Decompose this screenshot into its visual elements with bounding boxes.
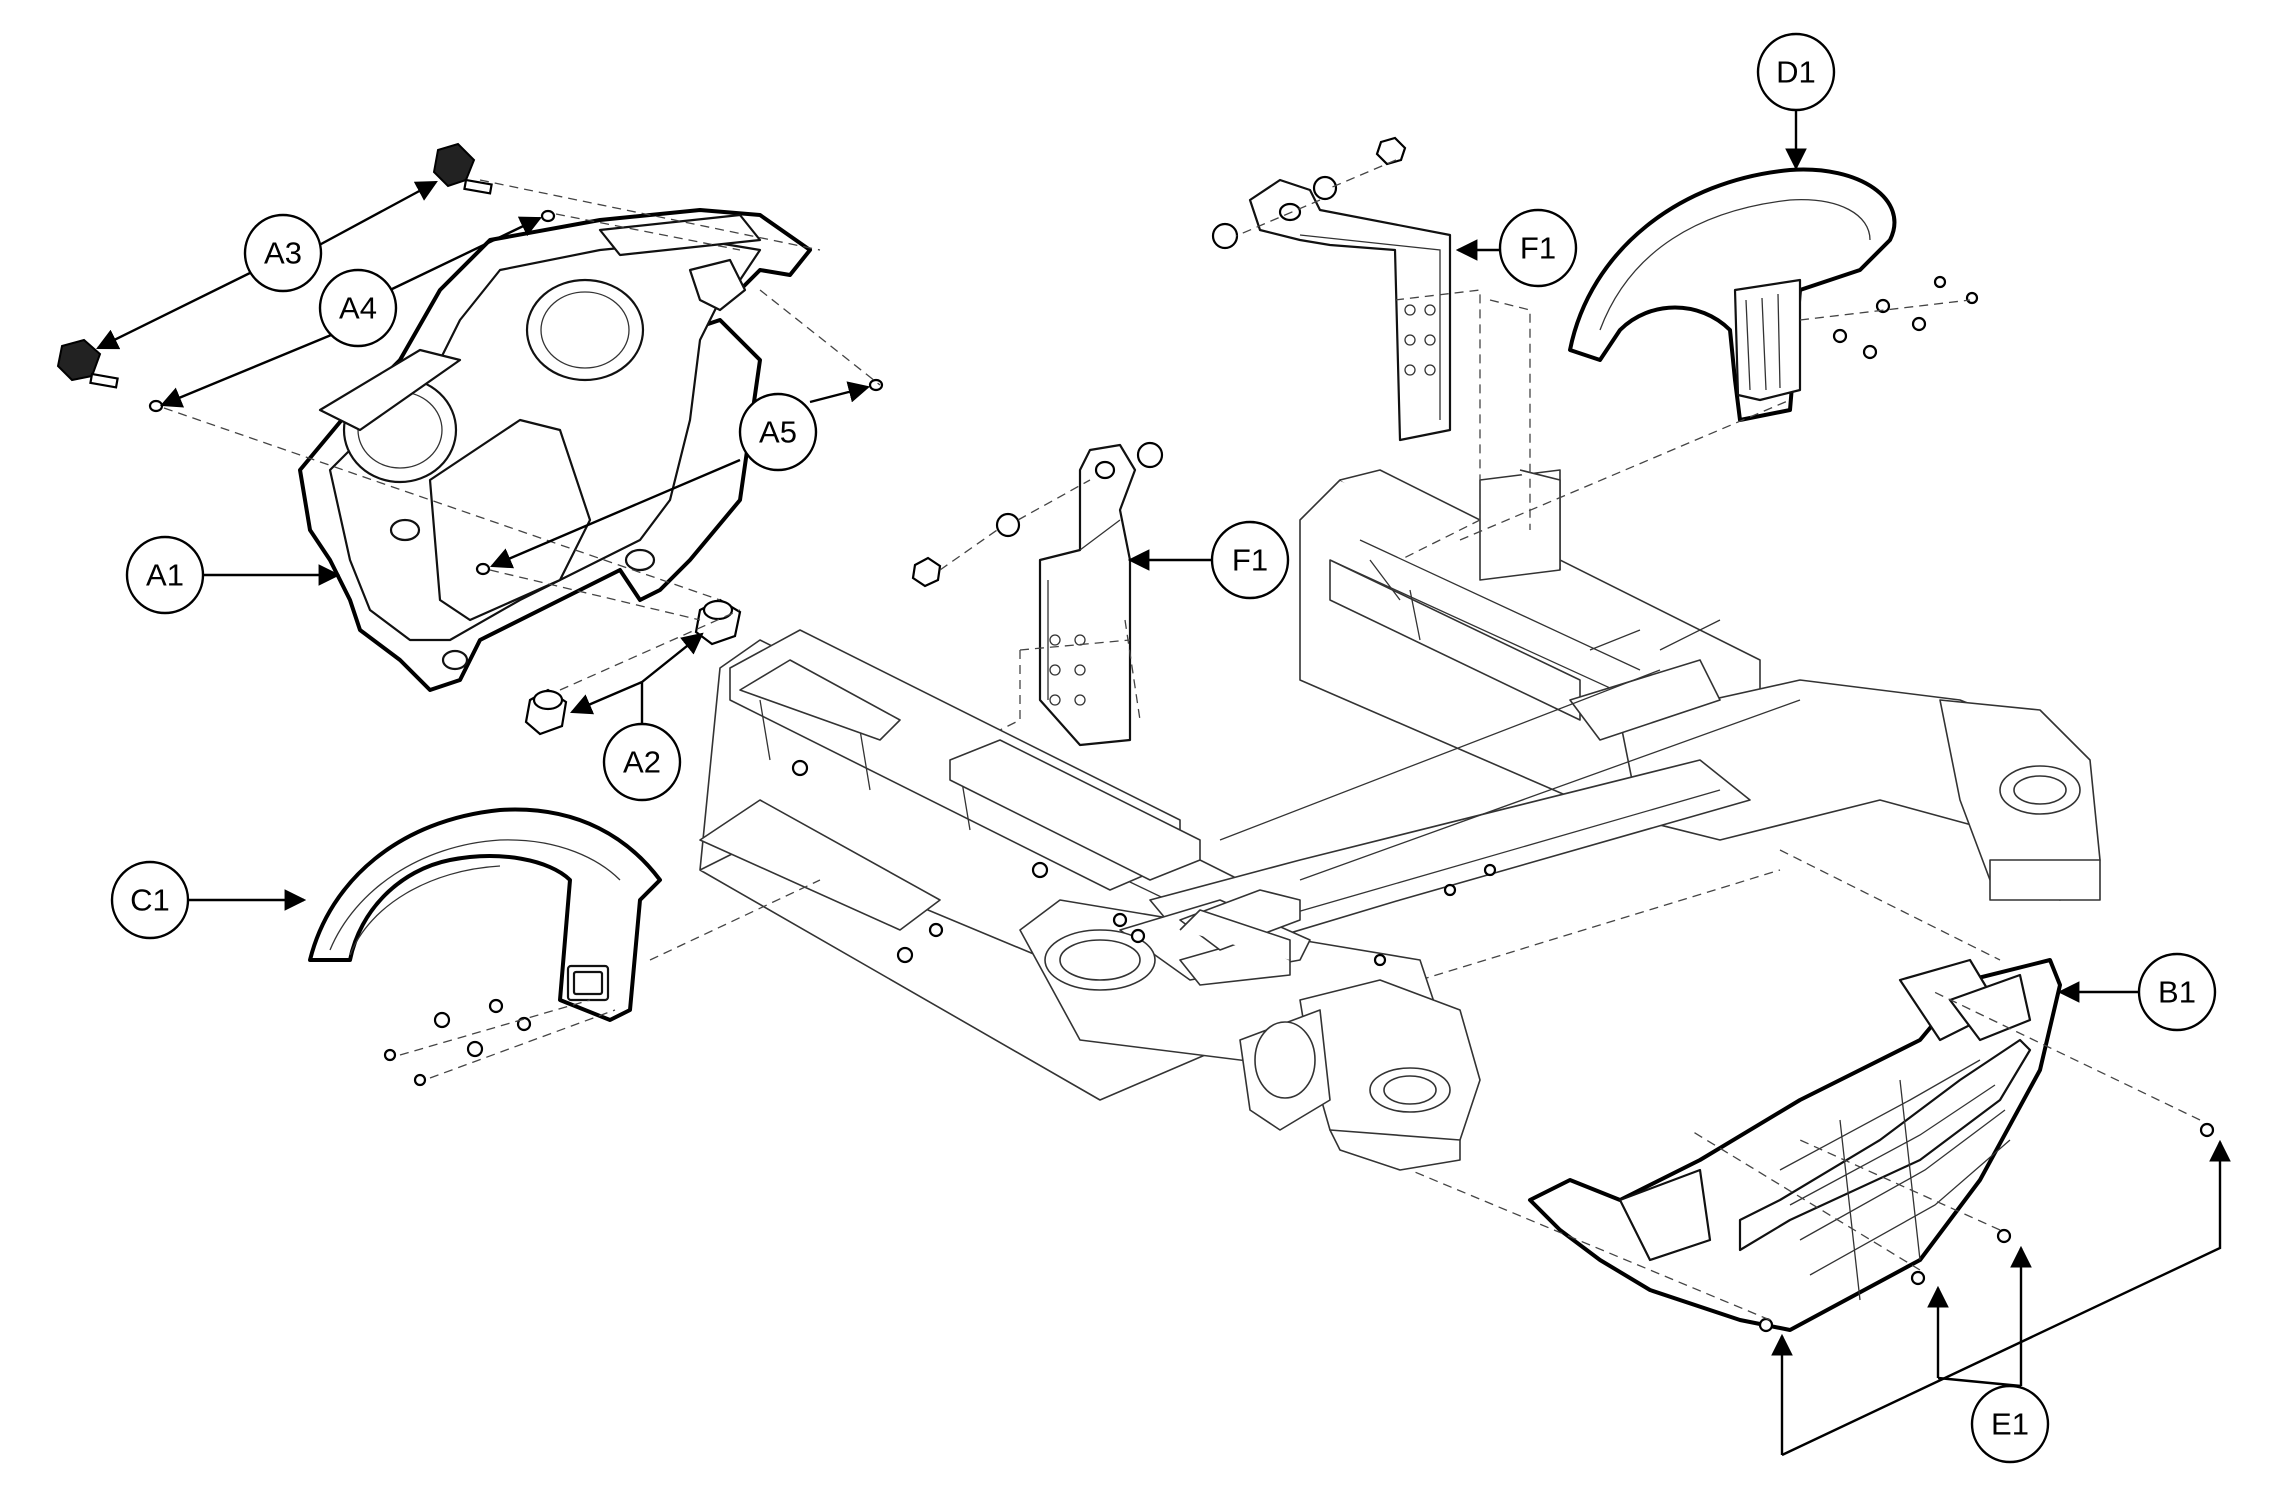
svg-text:A5: A5	[759, 415, 797, 450]
spacers-a2	[524, 598, 742, 736]
mount-bracket-f1-upper	[1211, 136, 1531, 561]
leader-lines	[96, 100, 2231, 1457]
svg-text:E1: E1	[1991, 1407, 2029, 1442]
svg-text:A2: A2	[623, 745, 661, 780]
front-fender-c1	[308, 807, 662, 1022]
screws-e1	[1409, 849, 2215, 1333]
front-shroud-b1	[1528, 958, 2062, 1332]
callout-e1: E1	[1970, 1384, 2050, 1464]
rear-shroud-a1	[298, 208, 812, 692]
callout-a2: A2	[602, 722, 682, 802]
knob-fasteners-a3	[56, 142, 493, 389]
svg-text:A3: A3	[264, 236, 302, 271]
assembly-lines-a	[163, 179, 881, 691]
hardware-c1	[383, 879, 821, 1087]
svg-text:A4: A4	[339, 291, 377, 326]
svg-text:F1: F1	[1520, 231, 1556, 266]
svg-text:C1: C1	[130, 883, 170, 918]
mount-bracket-f1-lower	[911, 441, 1164, 747]
callout-b1: B1	[2137, 952, 2217, 1032]
callout-a3: A3	[243, 213, 323, 293]
callout-d1: D1	[1756, 32, 1836, 112]
hardware-d1	[1459, 275, 1979, 541]
callout-c1: C1	[110, 860, 190, 940]
callout-a1: A1	[125, 535, 205, 615]
callout-f1-lower: F1	[1210, 520, 1290, 600]
callout-f1-upper: F1	[1498, 208, 1578, 288]
callout-a5: A5	[738, 392, 818, 472]
main-frame	[699, 469, 2101, 1171]
svg-text:F1: F1	[1232, 543, 1268, 578]
svg-text:B1: B1	[2158, 975, 2196, 1010]
svg-text:A1: A1	[146, 558, 184, 593]
callout-a4: A4	[318, 268, 398, 348]
svg-text:D1: D1	[1776, 55, 1816, 90]
washers-a4-a5	[148, 209, 884, 576]
rear-fender-d1	[1568, 167, 1897, 422]
